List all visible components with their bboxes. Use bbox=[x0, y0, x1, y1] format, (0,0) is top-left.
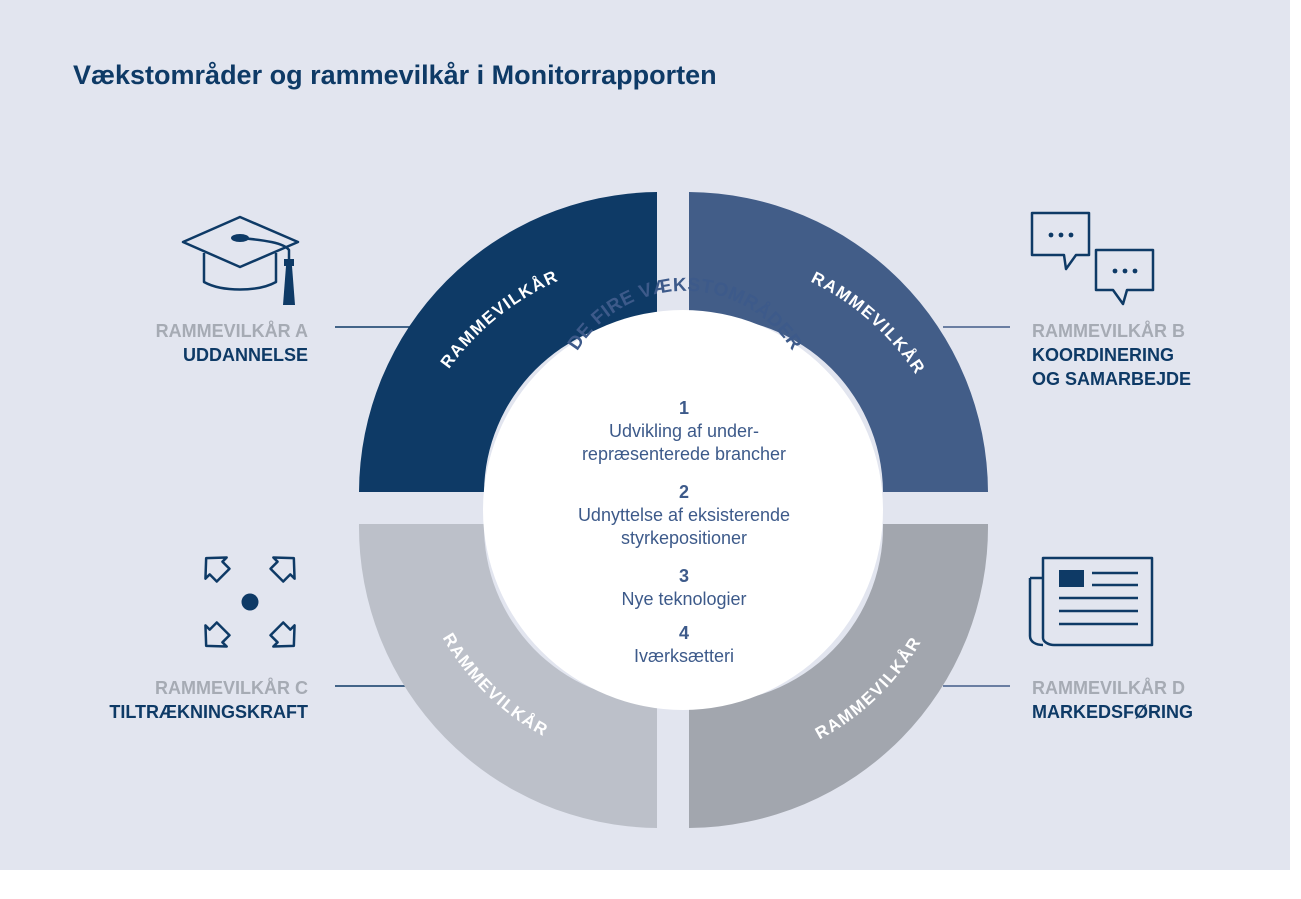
growth-area-4: 4 Iværksætteri bbox=[519, 622, 849, 668]
graduation-cap-icon bbox=[181, 215, 300, 305]
condition-name: KOORDINERING bbox=[1032, 345, 1175, 365]
growth-area-2: 2 Udnyttelse af eksisterende styrkeposit… bbox=[519, 481, 849, 550]
condition-label-d: RAMMEVILKÅR D MARKEDSFØRING bbox=[1032, 676, 1193, 724]
condition-code: RAMMEVILKÅR A bbox=[155, 321, 308, 341]
ring-segment-d bbox=[689, 524, 989, 828]
condition-label-b: RAMMEVILKÅR B KOORDINERING OG SAMARBEJDE bbox=[1032, 319, 1191, 391]
speech-bubbles-icon bbox=[1030, 211, 1155, 306]
growth-area-text: Udvikling af under- bbox=[608, 421, 760, 441]
condition-name: TILTRÆKNINGSKRAFT bbox=[109, 702, 308, 722]
condition-name: MARKEDSFØRING bbox=[1032, 702, 1193, 722]
growth-area-text: Udnyttelse af eksisterende bbox=[577, 505, 791, 525]
ring-segment-a bbox=[359, 192, 657, 492]
newspaper-icon bbox=[1028, 556, 1154, 647]
growth-area-1: 1 Udvikling af under- repræsenterede bra… bbox=[519, 397, 849, 466]
growth-area-number: 4 bbox=[678, 623, 689, 643]
ring-segment-c bbox=[358, 524, 657, 828]
condition-name: OG SAMARBEJDE bbox=[1032, 369, 1192, 389]
growth-area-number: 2 bbox=[678, 482, 689, 502]
ring-segment-b bbox=[689, 192, 988, 492]
condition-code: RAMMEVILKÅR B bbox=[1032, 321, 1185, 341]
condition-code: RAMMEVILKÅR C bbox=[155, 678, 308, 698]
growth-area-text: repræsenterede brancher bbox=[581, 444, 787, 464]
growth-area-3: 3 Nye teknologier bbox=[519, 565, 849, 611]
condition-label-c: RAMMEVILKÅR C TILTRÆKNINGSKRAFT bbox=[109, 676, 308, 724]
converging-arrows-icon bbox=[204, 556, 296, 648]
condition-label-a: RAMMEVILKÅR A UDDANNELSE bbox=[156, 319, 308, 367]
growth-area-number: 1 bbox=[678, 398, 689, 418]
growth-area-number: 3 bbox=[678, 566, 689, 586]
growth-area-text: Nye teknologier bbox=[621, 589, 747, 609]
condition-name: UDDANNELSE bbox=[182, 345, 308, 365]
condition-code: RAMMEVILKÅR D bbox=[1032, 678, 1185, 698]
center-circle bbox=[483, 310, 883, 710]
growth-area-text: styrkepositioner bbox=[620, 528, 748, 548]
page-title: Vækstområder og rammevilkår i Monitorrap… bbox=[73, 60, 717, 90]
growth-area-text: Iværksætteri bbox=[633, 646, 734, 666]
